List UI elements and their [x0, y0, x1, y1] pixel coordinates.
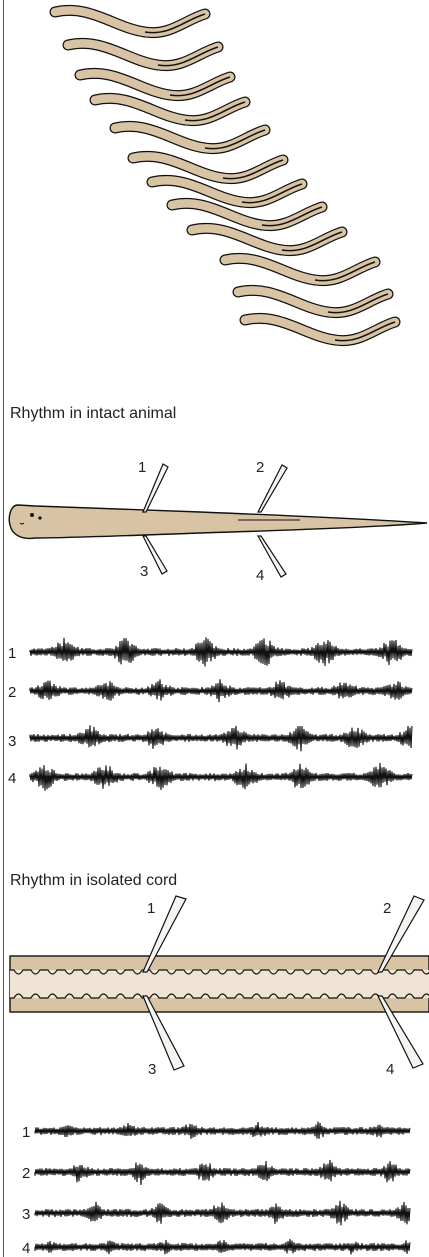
- trace-label-1: 1: [8, 645, 16, 662]
- trace-label-3: 3: [8, 733, 16, 750]
- swimming-lamprey: [225, 258, 375, 280]
- recording-trace-4: [35, 1239, 410, 1254]
- spinal-cord-inner: [10, 970, 429, 998]
- swimming-lamprey: [115, 126, 265, 148]
- trace-label-2: 2: [22, 1165, 30, 1182]
- swimming-lamprey: [133, 156, 283, 178]
- lamprey-eye: [38, 516, 41, 519]
- electrode-label-1: 1: [138, 459, 146, 476]
- electrode-label-4: 4: [256, 567, 264, 584]
- swimming-lamprey-illustration: [0, 0, 429, 380]
- electrode-label-1: 1: [147, 900, 155, 917]
- recording-trace-2: [35, 1160, 410, 1185]
- trace-label-4: 4: [8, 770, 16, 787]
- recording-trace-3: [30, 725, 412, 751]
- isolated-cord-caption: Rhythm in isolated cord: [10, 872, 177, 890]
- intact-animal-diagram: 1 2 3 4: [0, 450, 429, 590]
- electrode-label-2: 2: [383, 900, 391, 917]
- recording-trace-1: [30, 637, 412, 666]
- recording-trace-2: [30, 679, 412, 702]
- intact-animal-recordings: 1 2 3 4: [0, 620, 429, 810]
- swimming-lamprey: [238, 290, 388, 312]
- swimming-lamprey: [95, 98, 245, 120]
- swimming-lamprey: [68, 43, 218, 65]
- trace-label-1: 1: [22, 1124, 30, 1141]
- electrode-1: [143, 464, 168, 512]
- electrode-label-3: 3: [148, 1061, 156, 1078]
- recording-trace-1: [35, 1122, 410, 1139]
- recording-trace-3: [35, 1201, 410, 1226]
- electrode-label-2: 2: [256, 459, 264, 476]
- trace-label-2: 2: [8, 684, 16, 701]
- electrode-label-3: 3: [140, 563, 148, 580]
- swimming-lamprey: [192, 228, 342, 250]
- lamprey-body: [9, 505, 427, 538]
- isolated-cord-recordings: 1 2 3 4: [0, 1095, 429, 1257]
- intact-animal-caption: Rhythm in intact animal: [10, 405, 176, 423]
- recording-trace-4: [30, 763, 412, 791]
- trace-label-3: 3: [22, 1206, 30, 1223]
- isolated-cord-diagram: 1 2 3 4: [0, 890, 429, 1085]
- trace-label-4: 4: [22, 1240, 30, 1257]
- swimming-lamprey: [55, 10, 205, 32]
- electrode-label-4: 4: [386, 1061, 394, 1078]
- lamprey-eye: [30, 513, 34, 517]
- swimming-lamprey: [245, 318, 395, 340]
- swimming-lamprey: [80, 73, 230, 95]
